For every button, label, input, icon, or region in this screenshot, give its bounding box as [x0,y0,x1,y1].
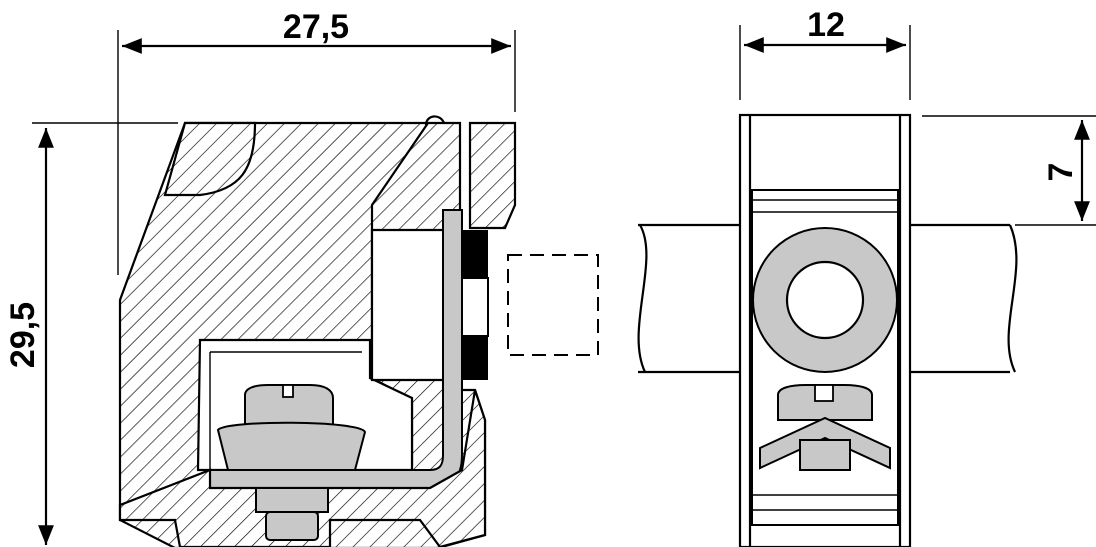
contact-white-mid [461,277,489,337]
dimension-label-12: 12 [807,6,845,44]
dimension-label-29-5: 29,5 [4,302,42,368]
dimension-label-7: 7 [1042,163,1080,182]
front-screw-head [777,384,873,421]
clamp-frame [751,189,899,526]
side-view [118,115,599,547]
release-pin [424,115,446,126]
dimension-offset-front: 7 [922,115,1096,226]
front-view [637,113,1018,547]
dimension-width-front: 12 [739,6,911,100]
screw-nut [265,511,319,541]
contact-black-bottom [462,336,488,380]
dimension-label-27-5: 27,5 [283,8,349,46]
contact-black-top [462,230,488,278]
ring-hole [785,260,865,340]
conductor-outline [507,254,599,356]
screw-head [244,384,334,426]
dimension-width-side: 27,5 [117,8,516,275]
screw-shank [255,487,329,513]
housing-right-block [468,121,517,230]
dimension-height-side: 29,5 [4,122,178,545]
clamp-spring [759,416,891,470]
rail [637,223,1018,374]
housing-cavity-top [163,121,257,197]
front-screw-shank [799,439,851,471]
clamp-washer [216,421,367,471]
